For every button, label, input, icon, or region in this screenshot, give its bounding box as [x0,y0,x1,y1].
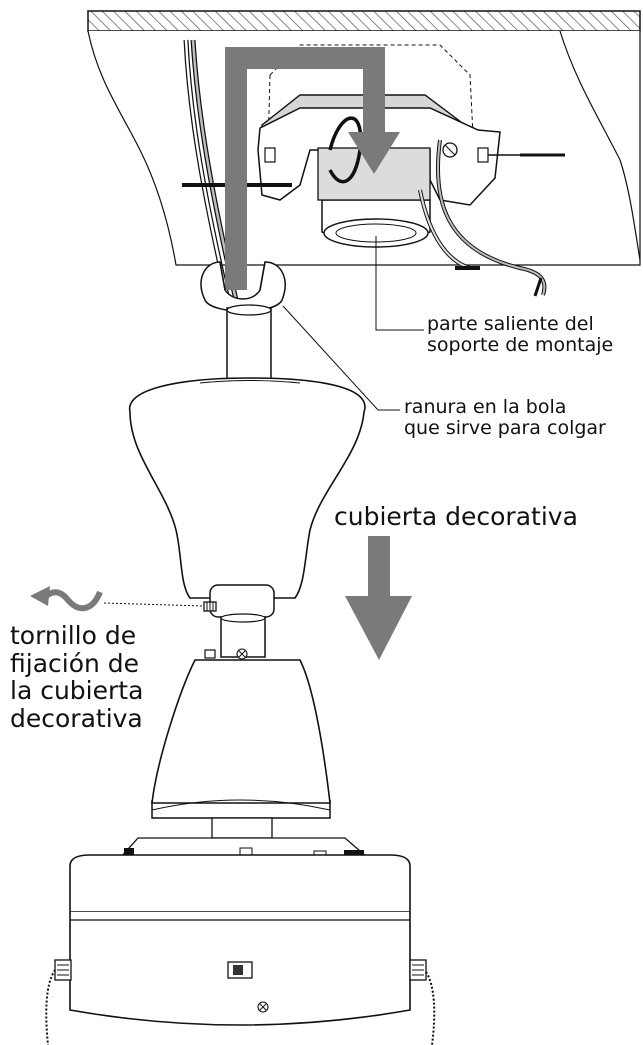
label-line: soporte de montaje [427,333,614,356]
lower-screws [204,648,248,660]
label-line: ranura en la bola [404,396,567,418]
label-line: decorativa [10,703,143,733]
label-canopy: cubierta decorativa [334,502,578,531]
fan-motor [69,837,411,1026]
label-hanger-ball-slot: ranura en la bola que sirve para colgar [404,397,606,438]
bent-down-arrow-icon [225,47,400,290]
pull-chains [45,959,436,1045]
curved-arrow-icon [30,586,103,612]
label-mounting-bracket-tab: parte saliente del soporte de montaje [427,314,613,355]
down-arrow-icon [345,536,412,660]
motor-cover [151,659,331,839]
coupling [209,584,275,658]
label-line: fijación de [10,648,140,678]
label-line: que sirve para colgar [404,416,606,439]
canopy-screw [203,601,217,612]
label-canopy-screw: tornillo de fijación de la cubierta deco… [10,622,143,732]
label-line: tornillo de [10,621,137,650]
downrod [226,304,272,387]
label-line: parte saliente del [427,313,594,335]
label-line: la cubierta [10,676,144,705]
canopy [129,377,366,599]
electrical-wires [182,39,565,301]
leader-lines [103,236,424,607]
